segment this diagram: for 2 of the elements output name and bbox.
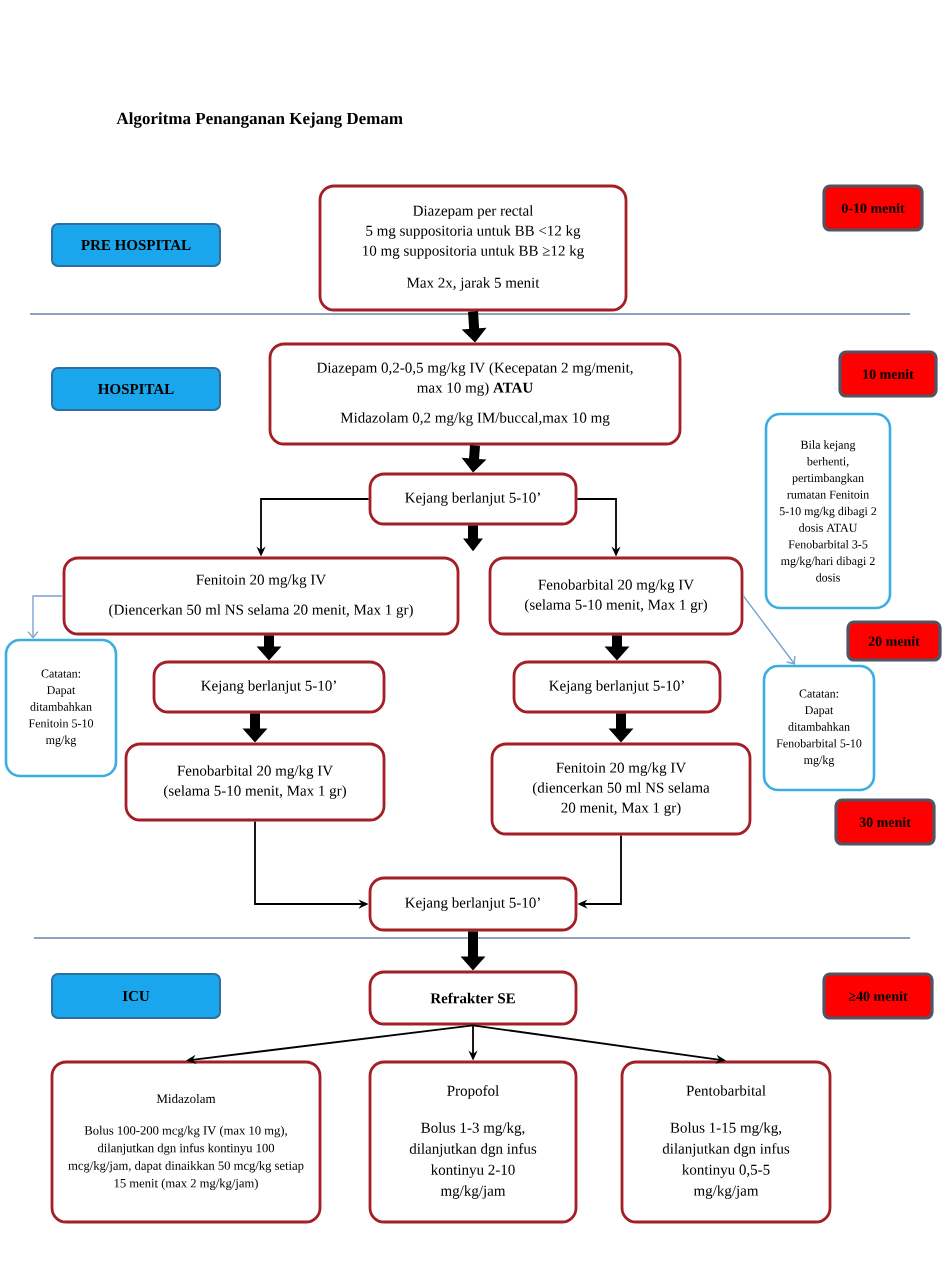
title: Algoritma Penanganan Kejang Demam [116, 112, 403, 128]
arrow [27, 595, 64, 639]
